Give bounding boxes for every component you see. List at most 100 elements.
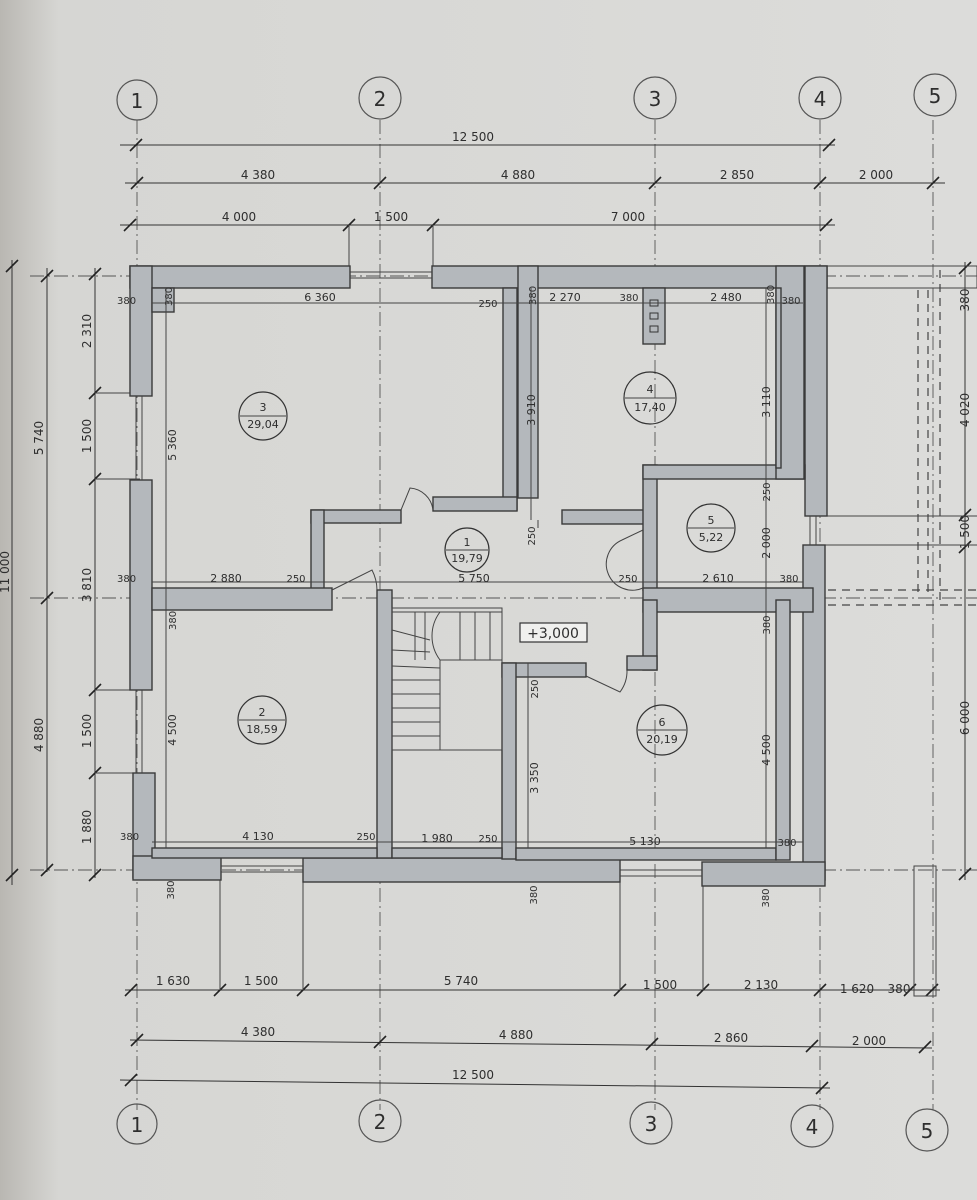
svg-text:380: 380 <box>766 285 777 304</box>
svg-text:380: 380 <box>166 880 177 899</box>
svg-text:6 360: 6 360 <box>304 291 336 304</box>
svg-text:1 620: 1 620 <box>840 982 874 996</box>
svg-text:4 130: 4 130 <box>242 830 274 843</box>
svg-text:3 910: 3 910 <box>525 394 538 426</box>
svg-text:250: 250 <box>530 679 541 698</box>
svg-text:5 130: 5 130 <box>629 835 661 848</box>
svg-text:4 500: 4 500 <box>166 714 179 746</box>
svg-text:3 810: 3 810 <box>80 568 94 602</box>
wall-room2-bottom <box>151 847 378 859</box>
svg-text:380: 380 <box>529 885 540 904</box>
svg-text:4 380: 4 380 <box>241 168 275 182</box>
left-dimension-overall: 11 000 <box>0 259 19 885</box>
staircase <box>391 607 503 751</box>
svg-text:4: 4 <box>814 87 827 111</box>
svg-text:12 500: 12 500 <box>452 130 494 144</box>
wall-room3-bottom-right <box>432 496 518 512</box>
svg-text:18,59: 18,59 <box>246 723 278 736</box>
room-label-4: 4 17,40 <box>623 371 677 425</box>
wall-room4-left <box>517 265 539 499</box>
wall-room5-left <box>642 464 658 591</box>
svg-text:17,40: 17,40 <box>634 401 666 414</box>
svg-text:1 500: 1 500 <box>643 978 677 992</box>
exterior-wall-top-left <box>129 265 351 289</box>
walls <box>129 265 828 887</box>
svg-text:380: 380 <box>779 574 798 585</box>
svg-text:250: 250 <box>618 574 637 585</box>
svg-text:250: 250 <box>762 482 773 501</box>
svg-text:4 880: 4 880 <box>501 168 535 182</box>
svg-text:11 000: 11 000 <box>0 551 12 593</box>
interior-dimensions: 380 380 6 360 250 2 270 380 2 480 380 38… <box>117 285 803 908</box>
svg-text:7 000: 7 000 <box>611 210 645 224</box>
top-dimension-overall: 12 500 <box>120 130 836 152</box>
svg-text:1 500: 1 500 <box>80 419 94 453</box>
svg-text:380: 380 <box>958 289 972 312</box>
svg-text:4: 4 <box>647 383 654 396</box>
wall-room4-room5 <box>642 464 806 480</box>
svg-text:19,79: 19,79 <box>451 552 483 565</box>
axis-bubble-top-5: 5 <box>913 73 957 117</box>
svg-text:380: 380 <box>781 296 800 307</box>
svg-text:5 750: 5 750 <box>458 572 490 585</box>
svg-text:4 500: 4 500 <box>760 734 773 766</box>
room-label-6: 6 20,19 <box>636 704 688 756</box>
wall-stair-left <box>376 589 393 859</box>
windows <box>135 271 817 877</box>
svg-text:2 000: 2 000 <box>760 527 773 559</box>
svg-text:380: 380 <box>762 615 773 634</box>
svg-text:3: 3 <box>260 401 267 414</box>
svg-text:250: 250 <box>478 299 497 310</box>
exterior-wall-right-1 <box>804 265 828 517</box>
svg-text:2 850: 2 850 <box>720 168 754 182</box>
svg-text:3: 3 <box>645 1112 658 1136</box>
svg-text:5 360: 5 360 <box>166 429 179 461</box>
svg-text:6: 6 <box>659 716 666 729</box>
svg-text:2: 2 <box>374 1110 387 1134</box>
svg-text:380: 380 <box>117 296 136 307</box>
svg-text:2 860: 2 860 <box>714 1031 748 1045</box>
svg-text:4 020: 4 020 <box>958 393 972 427</box>
svg-text:5: 5 <box>929 84 942 108</box>
axis-bubble-top-3: 3 <box>633 76 677 120</box>
axis-bubble-bottom-2: 2 <box>358 1099 402 1143</box>
svg-text:380: 380 <box>761 888 772 907</box>
svg-text:1 500: 1 500 <box>374 210 408 224</box>
svg-text:4 880: 4 880 <box>32 718 46 752</box>
svg-text:2 610: 2 610 <box>702 572 734 585</box>
chimney <box>642 287 666 345</box>
svg-text:380: 380 <box>164 287 175 306</box>
exterior-wall-left-2 <box>129 479 153 691</box>
right-dimension-chain: 380 4 020 1 500 6 000 <box>958 261 972 881</box>
doors <box>331 487 644 693</box>
svg-text:250: 250 <box>527 526 538 545</box>
svg-text:380: 380 <box>117 574 136 585</box>
axis-bubble-bottom-3: 3 <box>629 1101 673 1145</box>
svg-text:4 000: 4 000 <box>222 210 256 224</box>
svg-text:1 500: 1 500 <box>244 974 278 988</box>
svg-text:250: 250 <box>356 832 375 843</box>
svg-text:3 110: 3 110 <box>760 386 773 418</box>
wall-room6-door-jamb <box>626 655 658 671</box>
exterior-wall-left-1 <box>129 265 153 397</box>
svg-text:2 880: 2 880 <box>210 572 242 585</box>
bottom-dimension-row2: 4 380 4 880 2 860 2 000 <box>129 1025 933 1054</box>
svg-text:380: 380 <box>168 611 179 630</box>
svg-text:6 000: 6 000 <box>958 701 972 735</box>
svg-text:3 350: 3 350 <box>528 762 541 794</box>
svg-text:250: 250 <box>286 574 305 585</box>
bottom-dimension-overall: 12 500 <box>119 1068 831 1095</box>
axis-bubble-bottom-5: 5 <box>905 1108 949 1152</box>
svg-text:250: 250 <box>478 834 497 845</box>
svg-text:1 630: 1 630 <box>156 974 190 988</box>
room-label-2: 2 18,59 <box>237 695 287 745</box>
exterior-wall-top-right <box>431 265 828 289</box>
svg-text:+3,000: +3,000 <box>527 626 579 642</box>
top-dimension-row2: 4 000 1 500 7 000 <box>120 210 835 270</box>
svg-text:2 130: 2 130 <box>744 978 778 992</box>
room-label-3: 3 29,04 <box>238 391 288 441</box>
svg-text:1: 1 <box>131 1113 144 1137</box>
wall-room2-top <box>151 587 333 611</box>
svg-text:380: 380 <box>619 293 638 304</box>
svg-text:1: 1 <box>464 536 471 549</box>
